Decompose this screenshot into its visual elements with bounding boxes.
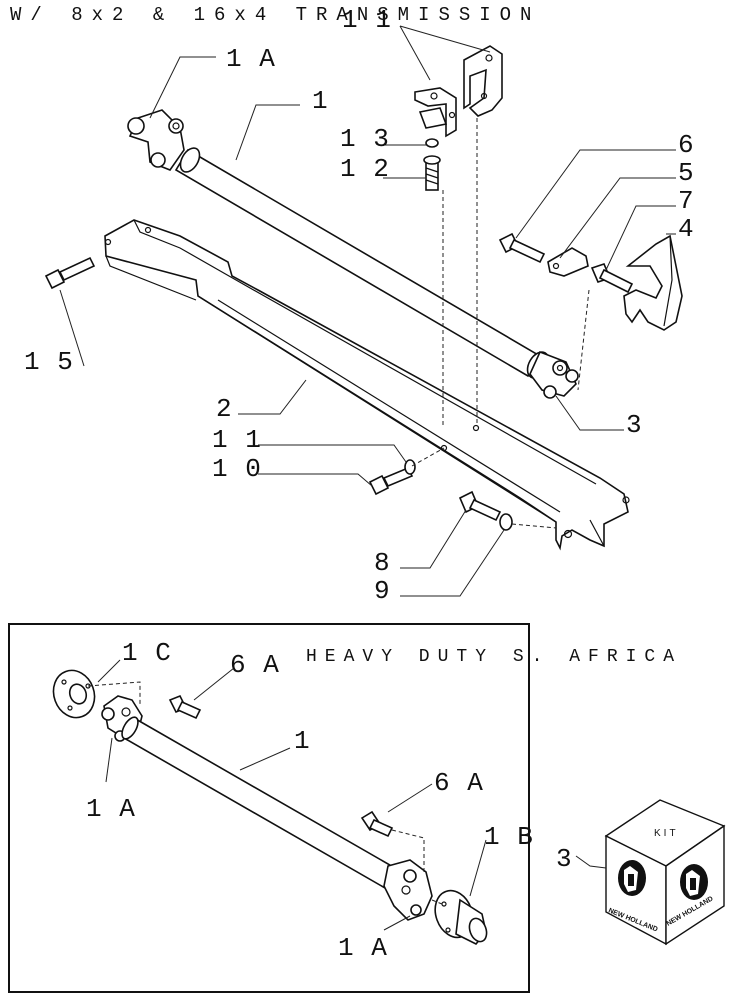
kit-box: KIT NEW HOLLAND NEW HOLLAND (604, 799, 726, 946)
callout-9: 9 (374, 576, 391, 606)
kit-label: KIT (654, 828, 679, 839)
bracket-large (463, 45, 503, 117)
bolt-6a-right (360, 810, 394, 838)
callout-6: 6 (678, 130, 695, 160)
new-holland-logo-right (680, 864, 708, 900)
bolt-15 (44, 256, 96, 290)
callout-2: 2 (216, 394, 233, 424)
callout-3-top: 3 (626, 410, 643, 440)
support-beam (104, 219, 630, 551)
callout-11-mid: 1 1 (212, 425, 262, 455)
callout-6a-right: 6 A (434, 768, 484, 798)
new-holland-logo-left (618, 860, 646, 896)
flange-1c (52, 669, 96, 719)
u-joint-left (127, 109, 185, 171)
bracket-small (414, 87, 457, 138)
bolt-7 (590, 263, 634, 294)
washer-13 (425, 138, 439, 148)
callout-15: 1 5 (24, 347, 74, 377)
u-joint-right (529, 350, 579, 399)
bolt-6 (498, 232, 546, 264)
callout-1a-top: 1 A (226, 44, 276, 74)
callout-1c: 1 C (122, 638, 172, 668)
callout-1-top: 1 (312, 86, 329, 116)
flange-1b (434, 889, 488, 945)
clamp-half-4 (623, 234, 683, 331)
inset-u-joint-right (383, 859, 433, 921)
callout-1a-left: 1 A (86, 794, 136, 824)
callout-1-inset: 1 (294, 726, 311, 756)
bolt-6a-left (168, 694, 202, 720)
callout-8: 8 (374, 548, 391, 578)
inset-title: HEAVY DUTY S. AFRICA (306, 647, 682, 667)
bolt-12 (423, 155, 441, 191)
driveshaft-top (127, 109, 579, 399)
callout-1b: 1 B (484, 822, 534, 852)
callout-7: 7 (678, 186, 695, 216)
clamp-half-5 (547, 247, 589, 277)
callout-11-top: 1 1 (342, 5, 392, 35)
callout-12: 1 2 (340, 154, 390, 184)
callout-4: 4 (678, 214, 695, 244)
callout-13: 1 3 (340, 124, 390, 154)
inset-frame (8, 623, 530, 993)
bolt-10-washer-11 (368, 459, 416, 496)
inset-driveshaft (52, 669, 488, 945)
callout-5: 5 (678, 158, 695, 188)
diagram-title: W/ 8x2 & 16x4 TRANSMISSION (10, 4, 540, 26)
callout-6a-left: 6 A (230, 650, 280, 680)
callout-3-kit: 3 (556, 844, 573, 874)
callout-1a-bottom: 1 A (338, 933, 388, 963)
bolt-8-washer-9 (458, 490, 513, 531)
callout-10: 1 0 (212, 454, 262, 484)
